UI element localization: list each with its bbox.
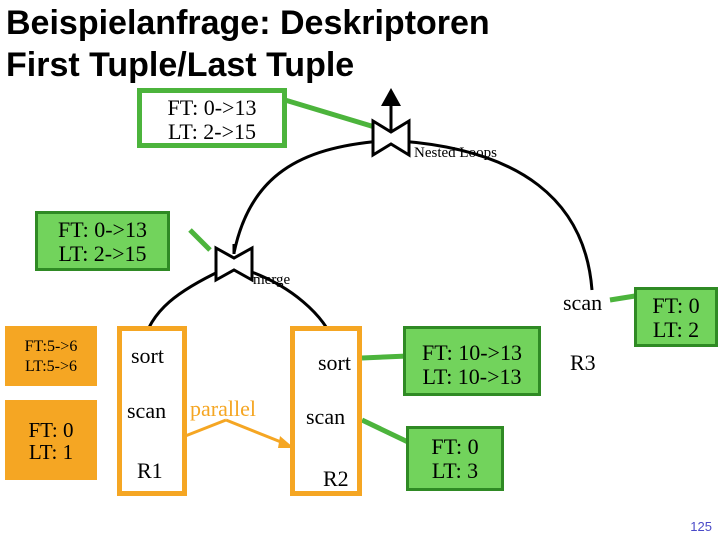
scan-r3-descriptor: FT: 0 LT: 2 xyxy=(634,287,718,347)
nested-loops-ft: FT: 0->13 xyxy=(167,95,257,120)
scan-left-ft: FT: 0 xyxy=(28,418,74,442)
edge-nl-to-scan-r3 xyxy=(399,139,594,291)
scan-left-label: scan xyxy=(127,398,167,423)
relation-r2: R2 xyxy=(323,466,349,491)
connector-nl-descriptor xyxy=(284,97,379,131)
merge-label: merge xyxy=(253,272,291,288)
scan-right-ft: FT: 0 xyxy=(431,434,479,459)
nested-loops-label: Nested Loops xyxy=(414,145,497,161)
merge-ft: FT: 0->13 xyxy=(58,217,147,242)
nl-up-arrow-head xyxy=(381,88,401,106)
page-number: 125 xyxy=(690,519,712,534)
connector-sort-right-descriptor xyxy=(361,353,409,361)
sort-right-descriptor: FT: 10->13 LT: 10->13 xyxy=(403,326,541,396)
connector-scan-right-descriptor xyxy=(360,417,410,445)
left-branch-column xyxy=(117,326,187,496)
connector-merge-descriptor xyxy=(188,228,212,252)
relation-r3: R3 xyxy=(570,350,596,375)
sort-left-ft: FT:5->6 xyxy=(24,338,78,355)
relation-r1: R1 xyxy=(137,458,163,483)
edge-nl-to-merge xyxy=(232,139,382,254)
scan-left-lt: LT: 1 xyxy=(28,440,74,464)
merge-descriptor: FT: 0->13 LT: 2->15 xyxy=(35,211,170,271)
nl-operator-symbol xyxy=(371,118,411,158)
slide-title: Beispielanfrage: Deskriptoren First Tupl… xyxy=(6,2,490,86)
sort-right-lt: LT: 10->13 xyxy=(422,364,522,389)
scan-r3-lt: LT: 2 xyxy=(652,317,700,342)
scan-r3-ft: FT: 0 xyxy=(652,293,700,318)
sort-right-label: sort xyxy=(318,350,351,375)
sort-right-ft: FT: 10->13 xyxy=(422,340,522,365)
sort-left-lt: LT:5->6 xyxy=(24,358,78,375)
scan-right-label: scan xyxy=(306,404,346,429)
scan-right-lt: LT: 3 xyxy=(431,458,479,483)
sort-left-label: sort xyxy=(131,343,164,368)
title-line-1: Beispielanfrage: Deskriptoren xyxy=(6,4,490,42)
connector-scan-r3-descriptor xyxy=(609,293,636,303)
scan-r3-label: scan xyxy=(563,290,603,315)
merge-lt: LT: 2->15 xyxy=(58,241,147,266)
scan-right-descriptor: FT: 0 LT: 3 xyxy=(406,426,504,491)
nested-loops-descriptor: FT: 0->13 LT: 2->15 xyxy=(137,88,287,148)
scan-left-descriptor: FT: 0 LT: 1 xyxy=(5,400,97,480)
merge-operator-symbol xyxy=(214,245,254,283)
parallel-label: parallel xyxy=(190,396,256,421)
right-branch-column xyxy=(290,326,362,496)
nested-loops-lt: LT: 2->15 xyxy=(167,119,257,144)
title-line-2: First Tuple/Last Tuple xyxy=(6,46,355,84)
sort-left-descriptor: FT:5->6 LT:5->6 xyxy=(5,326,97,386)
parallel-arrow-right xyxy=(225,418,287,446)
